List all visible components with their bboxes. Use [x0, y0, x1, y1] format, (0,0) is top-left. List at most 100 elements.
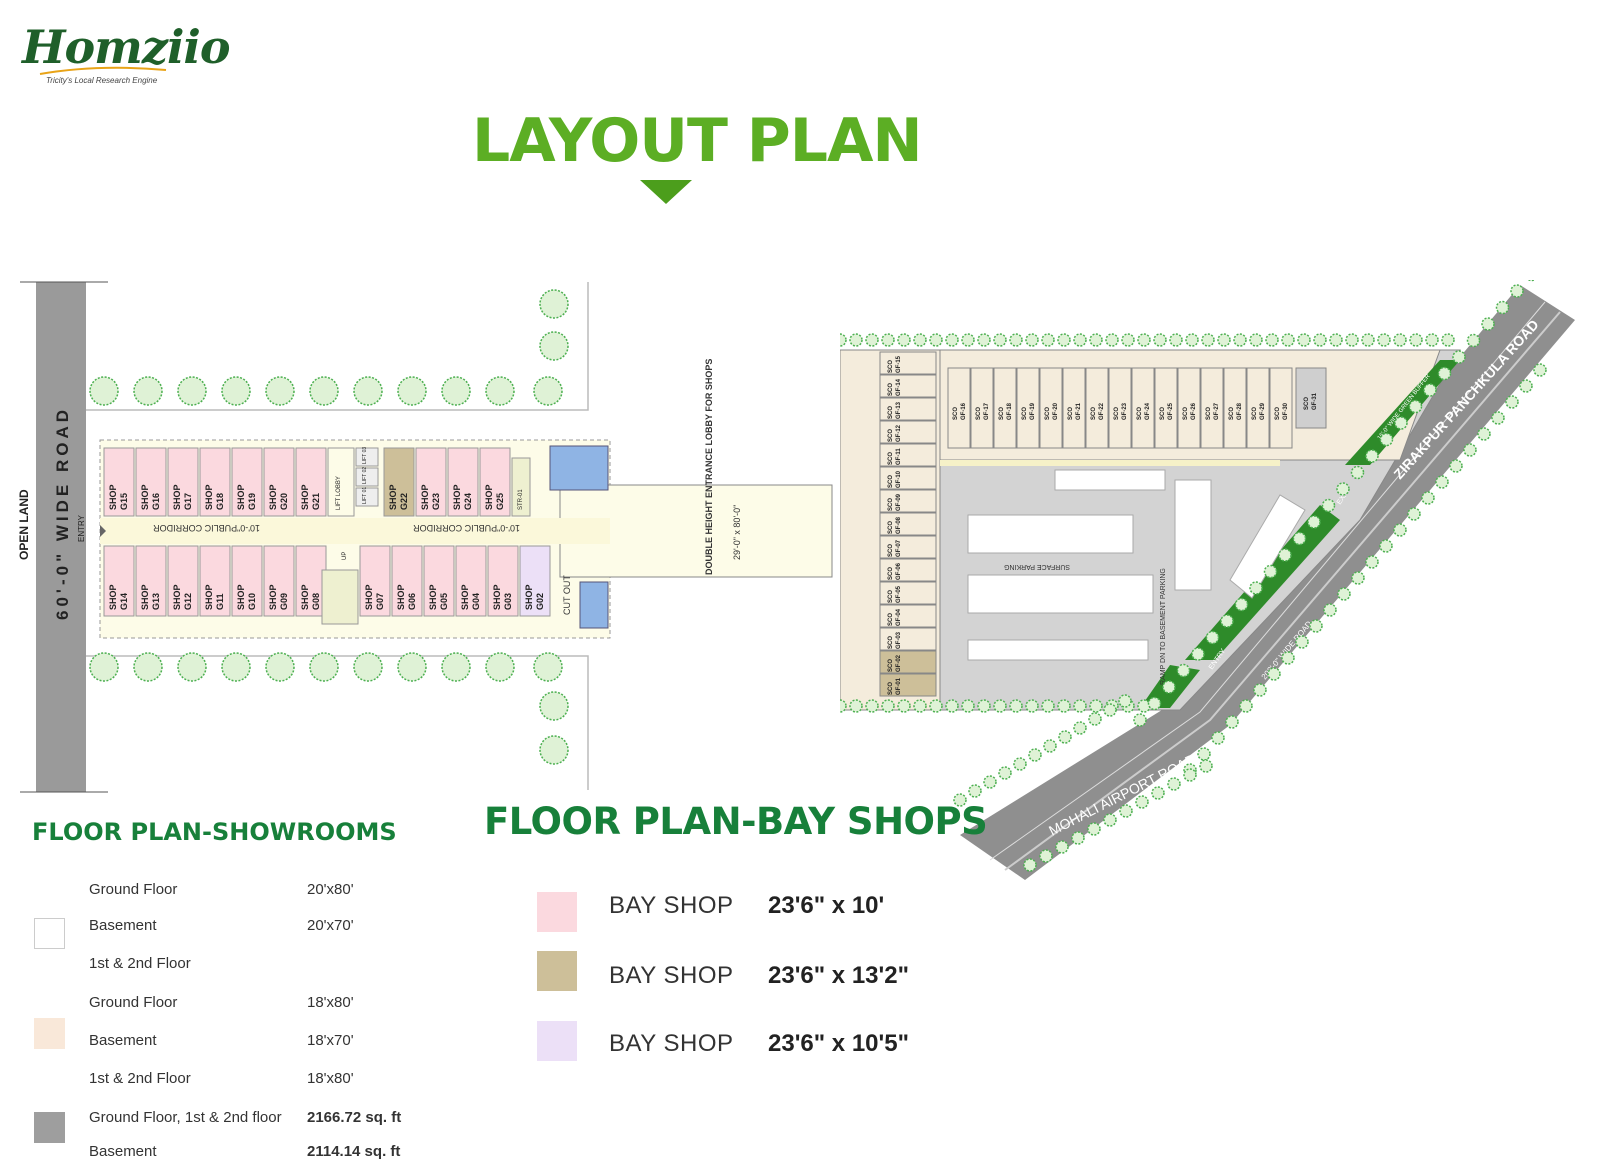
shop-unit	[295, 545, 327, 617]
shop-number: G21	[311, 493, 321, 510]
corridor-label-1: 10'-0"PUBLIC CORRIDOR	[153, 523, 260, 533]
tree-icon	[1281, 333, 1295, 347]
legend-label: Ground Floor	[89, 994, 178, 1011]
shop-unit	[295, 447, 327, 517]
shop-unit	[231, 545, 263, 617]
tree-icon	[1407, 507, 1421, 521]
sco-unit	[993, 367, 1017, 449]
shop-unit	[199, 545, 231, 617]
tree-icon	[1393, 523, 1407, 537]
parking-row	[1174, 479, 1212, 591]
tree-icon	[533, 652, 563, 682]
shop-number: G05	[439, 593, 449, 610]
lobby-size: 29'-0" x 80'-0"	[732, 505, 742, 560]
tree-icon	[485, 652, 515, 682]
shop-prefix: SHOP	[140, 484, 150, 510]
tree-icon	[89, 652, 119, 682]
tree-icon	[1121, 333, 1135, 347]
shop-number: G13	[151, 593, 161, 610]
sco-number: GF-11	[896, 448, 902, 465]
sco-unit	[879, 673, 937, 697]
shop-number: G16	[151, 493, 161, 510]
tree-icon	[1505, 395, 1519, 409]
shop-unit	[199, 447, 231, 517]
sco-prefix: SCO	[1206, 407, 1212, 420]
tree-icon	[1103, 813, 1117, 827]
tree-icon	[1350, 465, 1365, 480]
tree-icon	[1345, 333, 1359, 347]
tree-icon	[1135, 795, 1149, 809]
shop-unit	[447, 447, 479, 517]
parking-row	[1229, 494, 1306, 599]
tree-icon	[1073, 721, 1087, 735]
tree-icon	[961, 699, 975, 713]
tree-row	[840, 280, 1547, 872]
shop-prefix: SHOP	[172, 484, 182, 510]
sco-unit	[1131, 367, 1155, 449]
tree-icon	[1041, 333, 1055, 347]
sco-unit	[879, 581, 937, 605]
sco-prefix: SCO	[1137, 407, 1143, 420]
legend-swatch-cream	[34, 1018, 65, 1049]
tree-icon	[993, 333, 1007, 347]
sco-prefix: SCO	[1022, 407, 1028, 420]
sco-prefix: SCO	[888, 406, 894, 419]
tree-icon	[1379, 432, 1394, 447]
tree-icon	[441, 376, 471, 406]
showrooms-heading: FLOOR PLAN-SHOWROOMS	[32, 818, 397, 846]
shop-prefix: SHOP	[204, 584, 214, 610]
tree-icon	[177, 376, 207, 406]
shop-prefix: SHOP	[396, 584, 406, 610]
shop-prefix: SHOP	[428, 584, 438, 610]
sco-number: GF-08	[896, 516, 902, 534]
sco-prefix: SCO	[1091, 407, 1097, 420]
sco-unit	[1154, 367, 1178, 449]
legend-label: Basement	[89, 1032, 157, 1049]
tree-icon	[849, 333, 863, 347]
tree-icon	[1249, 581, 1263, 595]
tree-icon	[1267, 667, 1281, 681]
lift-label: LIFT 02	[362, 467, 368, 484]
tree-icon	[485, 376, 515, 406]
shop-number: G08	[311, 593, 321, 610]
sco-unit	[879, 374, 937, 398]
shop-unit	[415, 447, 447, 517]
tree-icon	[1527, 280, 1536, 282]
shop-prefix: SHOP	[492, 584, 502, 610]
tree-icon	[533, 376, 563, 406]
tree-icon	[849, 699, 863, 713]
tree-icon	[1041, 699, 1055, 713]
shop-prefix: SHOP	[452, 484, 462, 510]
bay-label: BAY SHOP	[609, 1030, 734, 1057]
logo-tagline: Tricity's Local Research Engine	[46, 76, 158, 85]
legend-value: 18'x80'	[307, 1070, 354, 1087]
tree-icon	[1197, 747, 1211, 761]
sco-prefix: SCO	[1114, 407, 1120, 420]
legend-label: Basement	[89, 917, 157, 934]
sco-number: GF-28	[1237, 402, 1243, 420]
shop-unit	[135, 545, 167, 617]
legend-label: Basement	[89, 1143, 157, 1160]
parking-row	[967, 574, 1154, 614]
tree-icon	[1249, 333, 1263, 347]
sco-number: GF-23	[1122, 402, 1128, 420]
sco-unit	[947, 367, 971, 449]
tree-icon	[1055, 840, 1069, 854]
tree-icon	[1153, 333, 1167, 347]
tree-icon	[1365, 449, 1379, 463]
sco-number: GF-20	[1053, 402, 1059, 420]
shop-number: G24	[463, 493, 473, 510]
shop-prefix: SHOP	[268, 584, 278, 610]
sco-number: GF-19	[1030, 402, 1036, 420]
tree-icon	[397, 376, 427, 406]
legend-swatch-white	[34, 918, 65, 949]
down-arrow-icon	[640, 180, 692, 204]
tree-icon	[1023, 858, 1037, 872]
tree-icon	[539, 691, 569, 721]
tree-icon	[1321, 498, 1336, 513]
tree-icon	[1039, 849, 1053, 863]
tree-icon	[1233, 333, 1247, 347]
legend-label: 1st & 2nd Floor	[89, 1070, 191, 1087]
